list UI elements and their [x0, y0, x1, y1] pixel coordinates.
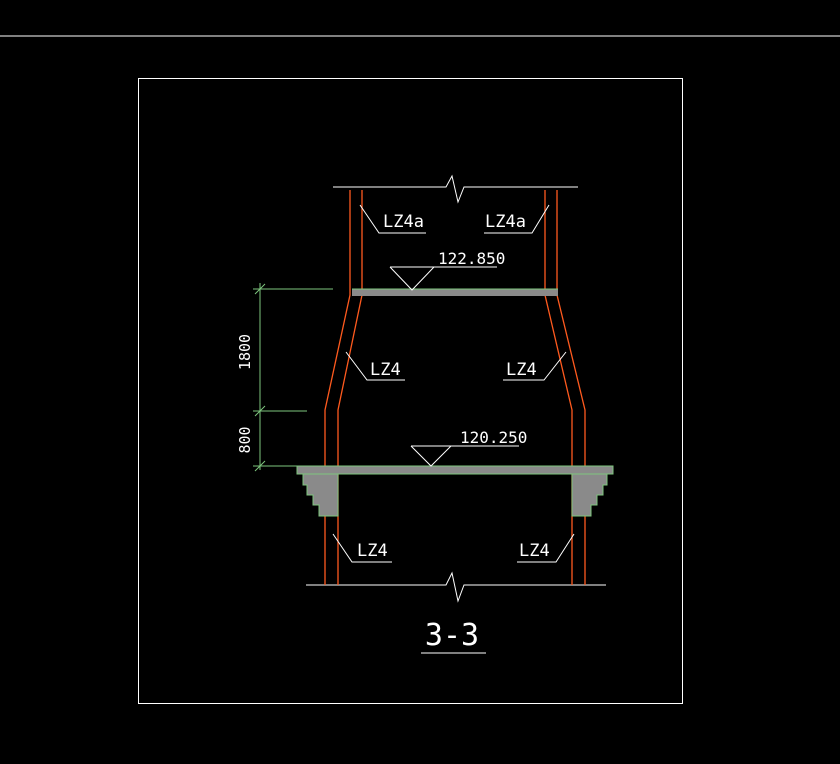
label-upper-right: LZ4a — [484, 204, 550, 234]
top-break-line — [333, 174, 578, 204]
label-middle-right: LZ4 — [503, 351, 567, 381]
elevation-marker-upper: 122.850 — [389, 249, 505, 291]
left-corbel — [302, 473, 339, 517]
label-lower-left-text: LZ4 — [357, 541, 388, 561]
label-lower-right: LZ4 — [517, 533, 575, 563]
elevation-upper-text: 122.850 — [438, 249, 505, 268]
section-title: 3-3 — [425, 618, 479, 653]
bottom-break-line — [306, 571, 606, 603]
label-middle-left-text: LZ4 — [370, 360, 401, 380]
label-upper-left-text: LZ4a — [383, 212, 424, 232]
elevation-lower-text: 120.250 — [460, 428, 527, 447]
label-middle-right-text: LZ4 — [506, 360, 537, 380]
drawing-frame — [138, 78, 683, 704]
dimension-lower-text: 800 — [236, 426, 254, 453]
dimension-upper-text: 1800 — [236, 334, 254, 370]
right-column — [544, 190, 586, 585]
upper-slab — [352, 289, 558, 296]
lower-slab — [296, 465, 614, 475]
label-lower-right-text: LZ4 — [519, 541, 550, 561]
left-column — [324, 190, 363, 585]
elevation-marker-lower: 120.250 — [410, 428, 527, 467]
label-middle-left: LZ4 — [345, 351, 405, 381]
label-upper-right-text: LZ4a — [485, 212, 526, 232]
dimension-chain — [253, 283, 333, 472]
label-lower-left: LZ4 — [332, 533, 392, 563]
right-corbel — [571, 473, 608, 517]
label-upper-left: LZ4a — [359, 204, 426, 234]
